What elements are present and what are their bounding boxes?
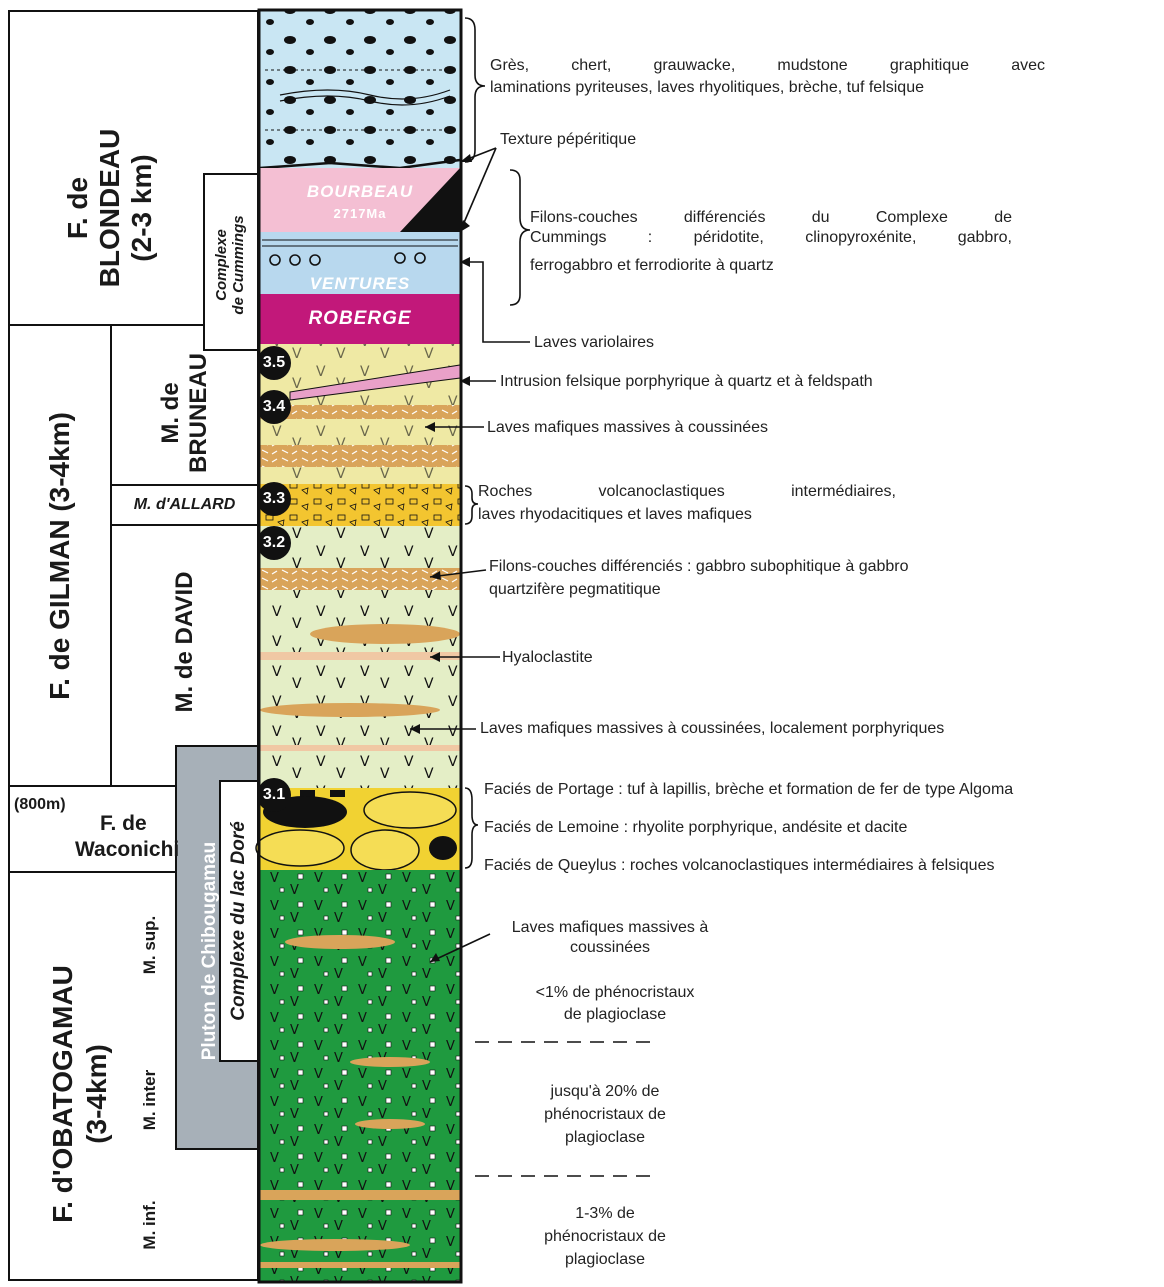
filons-line1: Filons-couches différenciés du Complexe …: [530, 208, 1012, 228]
annotation-variolaires: Laves variolaires: [534, 333, 654, 353]
marker-3-3: 3.3: [257, 482, 291, 516]
annotation-pheno-3: 1-3% de phénocristaux de plagioclase: [490, 1202, 720, 1271]
annotation-pheno-2: jusqu'à 20% de phénocristaux de plagiocl…: [490, 1080, 720, 1149]
annotation-filons-cummings: Filons-couches différenciés du Complexe …: [530, 208, 1012, 248]
pheno2-line3: plagioclase: [490, 1126, 720, 1149]
annotation-roches: Roches volcanoclastiques intermédiaires,: [478, 482, 896, 502]
annotation-laves-porphyriques: Laves mafiques massives à coussinées, lo…: [480, 719, 944, 739]
roches-line2: laves rhyodacitiques et laves mafiques: [478, 505, 752, 525]
marker-3-4: 3.4: [257, 390, 291, 424]
roches-line1: Roches volcanoclastiques intermédiaires,: [478, 482, 896, 502]
filons2-line1: Filons-couches différenciés : gabbro sub…: [489, 557, 909, 577]
unit-roberge: ROBERGE: [262, 308, 458, 330]
annotation-intrusion-felsique: Intrusion felsique porphyrique à quartz …: [500, 372, 873, 392]
annotation-laves-coussinees-2: Laves mafiques massives à coussinées: [480, 918, 740, 958]
annotation-queylus: Faciés de Queylus : roches volcanoclasti…: [484, 856, 994, 876]
pheno3-line1: 1-3% de: [490, 1202, 720, 1225]
annotation-lemoine: Faciés de Lemoine : rhyolite porphyrique…: [484, 818, 907, 838]
filons-line3: ferrogabbro et ferrodiorite à quartz: [530, 256, 774, 276]
unit-age: 2717Ma: [262, 206, 458, 221]
annotation-pheno-1: <1% de phénocristaux de plagioclase: [490, 982, 740, 1026]
gres-line1: Grès, chert, grauwacke, mudstone graphit…: [490, 56, 1045, 76]
annotation-portage: Faciés de Portage : tuf à lapillis, brèc…: [484, 780, 1013, 800]
annotation-hyaloclastite: Hyaloclastite: [502, 648, 593, 668]
marker-3-5: 3.5: [257, 346, 291, 380]
annotation-gres: Grès, chert, grauwacke, mudstone graphit…: [490, 56, 1045, 76]
marker-3-2: 3.2: [257, 526, 291, 560]
pheno2-line1: jusqu'à 20% de: [490, 1080, 720, 1103]
pheno3-line3: plagioclase: [490, 1248, 720, 1271]
unit-bourbeau: BOURBEAU: [262, 182, 458, 202]
pheno1-line1: <1% de phénocristaux: [490, 982, 740, 1004]
annotation-peperitique: Texture pépéritique: [500, 130, 636, 150]
layer-ventures-laminated: [260, 232, 460, 272]
gres-line2: laminations pyriteuses, laves rhyolitiqu…: [490, 78, 924, 98]
marker-3-1: 3.1: [257, 778, 291, 812]
pheno3-line2: phénocristaux de: [490, 1225, 720, 1248]
annotation-laves-coussinees-1: Laves mafiques massives à coussinées: [487, 418, 768, 438]
pheno2-line2: phénocristaux de: [490, 1103, 720, 1126]
coussinees2-line1: Laves mafiques massives à: [480, 918, 740, 938]
filons-line2: Cummings : péridotite, clinopyroxénite, …: [530, 228, 1012, 248]
unit-ventures: VENTURES: [262, 274, 458, 294]
coussinees2-line2: coussinées: [480, 938, 740, 958]
filons2-line2: quartzifère pegmatitique: [489, 580, 661, 600]
pheno1-line2: de plagioclase: [490, 1004, 740, 1026]
